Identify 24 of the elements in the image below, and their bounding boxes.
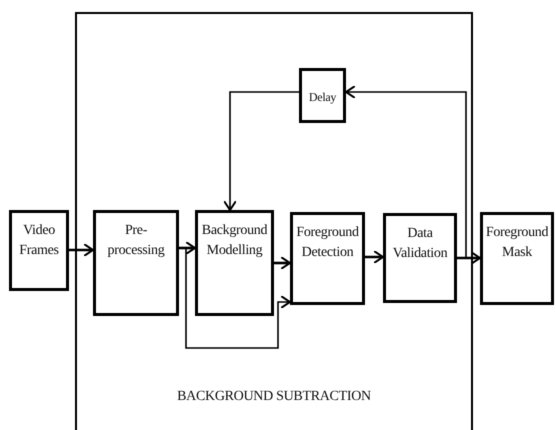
arrow	[69, 243, 94, 257]
arrow	[223, 91, 299, 211]
node-label: Background Modelling	[202, 222, 268, 260]
node-label: Video Frames	[19, 222, 59, 260]
node-label: Pre-processing	[106, 222, 166, 260]
process-box	[93, 210, 179, 316]
node-label: Delay	[308, 89, 336, 106]
arrow	[274, 256, 291, 270]
process-box	[299, 68, 346, 123]
arrow	[365, 250, 384, 264]
arrow	[345, 85, 467, 259]
process-box	[195, 210, 274, 316]
arrow	[457, 251, 481, 265]
node-label: Data Validation	[392, 225, 448, 264]
arrow	[179, 247, 291, 349]
node-label: Foreground Detection	[296, 224, 359, 262]
group-frame	[75, 12, 473, 430]
process-box	[383, 213, 457, 303]
node-label: Foreground Mask	[486, 224, 548, 262]
process-box	[290, 212, 365, 305]
output-box	[480, 212, 554, 305]
arrow	[179, 241, 196, 255]
input-box	[9, 210, 69, 291]
group-title: BACKGROUND SUBTRACTION	[176, 388, 372, 406]
